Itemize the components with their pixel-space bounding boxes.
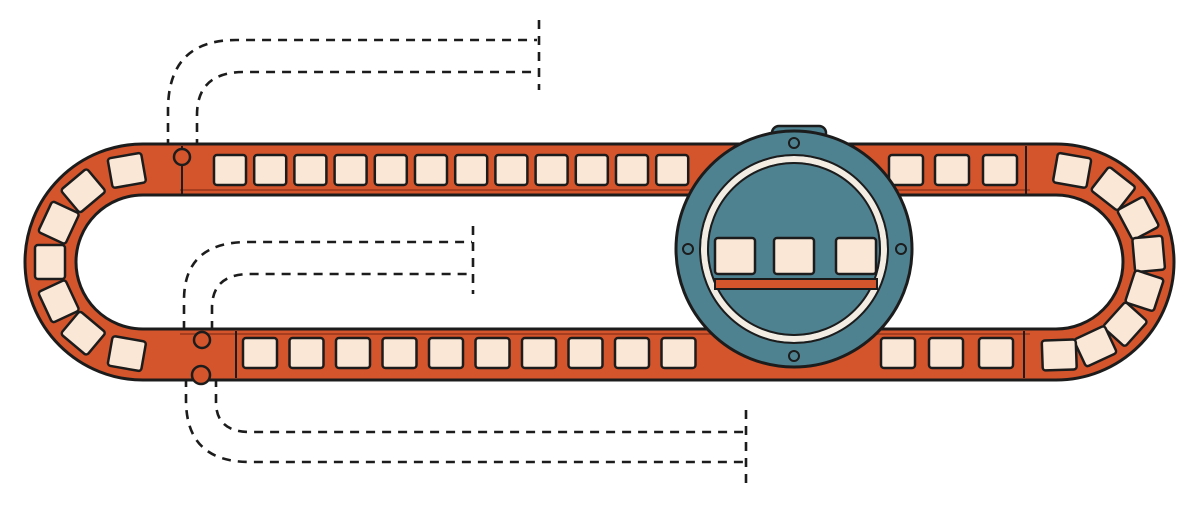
- pivot-pin-icon: [172, 147, 192, 167]
- belt-link: [933, 153, 971, 187]
- belt-link: [106, 335, 147, 373]
- belt-link: [293, 153, 328, 187]
- pivot-pin-icon: [190, 364, 212, 386]
- belt-link: [977, 336, 1015, 370]
- belt-link: [60, 168, 106, 214]
- belt-link: [474, 336, 511, 370]
- bolt-icon: [788, 137, 800, 149]
- belt-link: [1090, 166, 1136, 212]
- guide-mid-outer: [182, 240, 472, 330]
- belt-link: [37, 279, 80, 324]
- porthole-window-icon: [674, 124, 914, 369]
- belt-link: [241, 336, 279, 370]
- belt-link: [1116, 196, 1160, 241]
- belt-link: [252, 153, 288, 187]
- porthole-inner-link: [834, 236, 878, 276]
- belt-link: [1102, 301, 1148, 347]
- bolt-icon: [788, 350, 800, 362]
- belt-link: [334, 336, 372, 370]
- belt-link: [1073, 325, 1118, 368]
- belt-link: [106, 151, 147, 189]
- belt-link: [494, 153, 529, 187]
- porthole-inner-belt: [714, 278, 878, 290]
- bolt-icon: [895, 243, 907, 255]
- belt-link: [567, 336, 604, 370]
- belt-link: [212, 153, 248, 187]
- belt-link: [1052, 151, 1093, 189]
- guide-top-inner: [195, 70, 537, 148]
- guide-bottom-inner: [214, 378, 745, 434]
- belt-link: [373, 153, 409, 187]
- bolt-icon: [682, 243, 694, 255]
- belt-link: [981, 153, 1019, 187]
- belt-link: [333, 153, 368, 187]
- porthole-rim: [701, 156, 887, 342]
- belt-link: [654, 153, 690, 187]
- belt-link: [614, 153, 650, 187]
- pivot-pin-icon: [192, 330, 212, 350]
- belt-link: [879, 336, 917, 370]
- belt-link: [381, 336, 418, 370]
- guide-bottom-outer: [184, 378, 745, 464]
- porthole-rim-outline: [699, 154, 889, 344]
- porthole-inner-link: [772, 236, 816, 276]
- belt-link: [1131, 234, 1167, 274]
- belt-link: [60, 310, 106, 356]
- belt-link: [33, 243, 67, 281]
- belt-links: [33, 151, 1167, 373]
- belt-link: [520, 336, 558, 370]
- belt-link: [453, 153, 489, 187]
- belt-link: [887, 153, 925, 187]
- belt-link: [660, 336, 697, 370]
- dashed-guides: [166, 20, 748, 488]
- belt-link: [534, 153, 569, 187]
- belt-link: [427, 336, 465, 370]
- belt-link: [413, 153, 449, 187]
- belt-link: [37, 200, 80, 245]
- belt-link: [1040, 338, 1078, 372]
- belt-link: [574, 153, 610, 187]
- guide-mid-inner: [210, 272, 472, 330]
- belt-link: [613, 336, 651, 370]
- belt-link: [1124, 269, 1165, 313]
- pivot-pins: [172, 147, 212, 386]
- belt-link: [927, 336, 965, 370]
- guide-top-outer: [166, 38, 537, 148]
- belt-link: [288, 336, 325, 370]
- porthole-inner-link: [713, 236, 757, 276]
